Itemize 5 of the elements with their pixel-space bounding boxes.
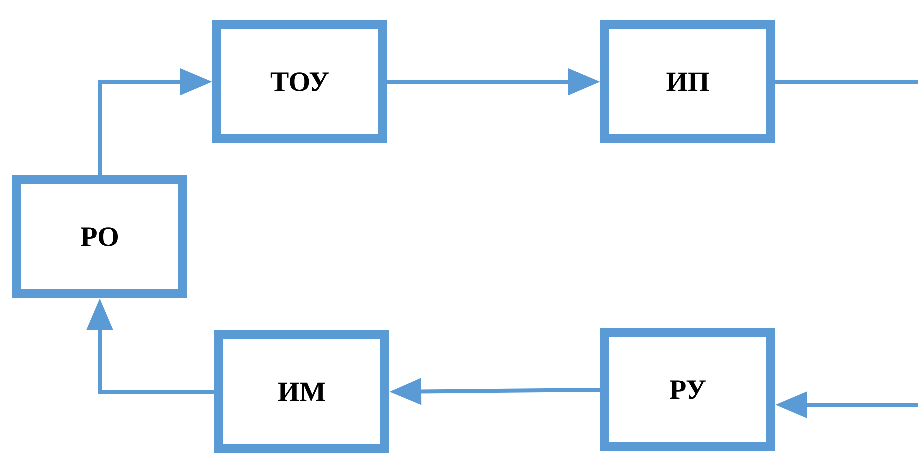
- process-box: РУ: [600, 328, 776, 452]
- process-box: РО: [12, 176, 188, 298]
- process-box: ИП: [600, 20, 776, 144]
- process-box: ИМ: [214, 330, 390, 454]
- process-box: ТОУ: [212, 20, 388, 144]
